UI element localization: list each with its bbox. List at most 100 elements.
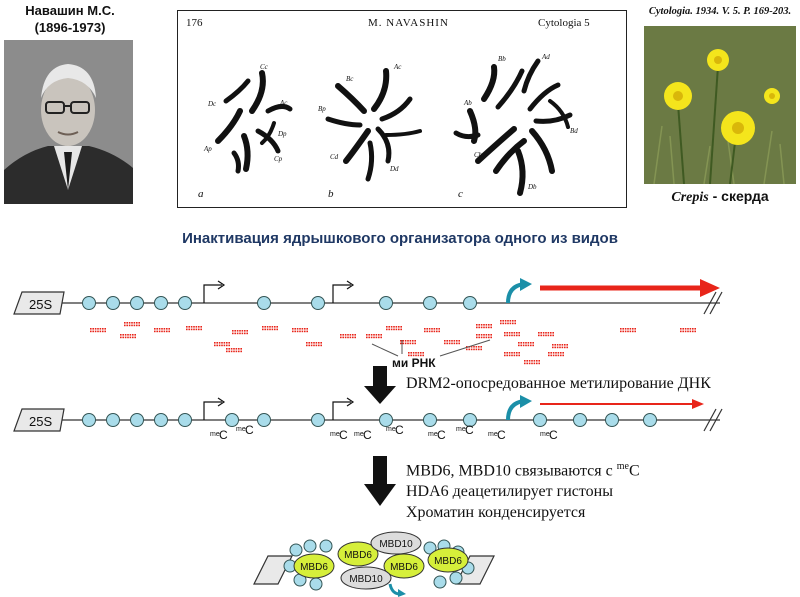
- mirna-dot: [542, 332, 545, 334]
- mirna-dot: [446, 342, 448, 345]
- chromosome-figure: 176 M. NAVASHIN Cytologia 5: [177, 10, 627, 208]
- mirna-dot: [226, 350, 228, 353]
- mirna-dot: [368, 334, 370, 336]
- mirna-dot: [414, 342, 416, 345]
- mirna-dot: [509, 322, 512, 325]
- mirna-dot: [538, 360, 540, 362]
- mirna-dot: [352, 334, 354, 336]
- mirna-dot: [545, 332, 547, 334]
- step1-text: DRM2-опосредованное метилирование ДНК: [406, 375, 711, 392]
- mirna-dot: [506, 334, 508, 337]
- mirna-dot: [390, 326, 393, 328]
- mirna-cloud: [90, 320, 696, 365]
- mirna-dot: [97, 330, 99, 333]
- mirna-dot: [538, 362, 540, 365]
- mirna-dot: [473, 348, 475, 351]
- mirna-dot: [466, 346, 468, 348]
- mirna-dot: [516, 354, 518, 357]
- mirna-dot: [241, 332, 244, 335]
- mirna-dot: [520, 342, 522, 344]
- mirna-dot: [527, 342, 530, 344]
- mirna-dot: [504, 334, 506, 337]
- mirna-dot: [228, 350, 230, 353]
- mirna-dot: [552, 334, 554, 337]
- rrna-25s-label-mid: 25S: [29, 414, 52, 429]
- mirna-dot: [444, 342, 446, 345]
- mirna-dot: [190, 328, 193, 331]
- mirna-dot: [566, 344, 568, 346]
- mirna-dot: [422, 352, 424, 354]
- mirna-dot: [393, 326, 395, 328]
- mirna-dot: [620, 330, 622, 333]
- mirna-dot: [228, 348, 230, 350]
- mirna-dot: [629, 328, 632, 330]
- mirna-dot: [380, 336, 382, 339]
- mirna-dot: [466, 348, 468, 351]
- mirna-dot: [552, 346, 554, 349]
- mirna-dot: [218, 344, 221, 347]
- mirna-dot: [448, 342, 451, 345]
- mirna-dot: [473, 346, 475, 348]
- mirna-dot: [235, 348, 238, 350]
- step2-line1-pre: MBD6, MBD10 связываются с: [406, 462, 617, 480]
- mirna-dot: [451, 342, 453, 345]
- mirna-dot: [518, 344, 520, 347]
- mirna-dot: [94, 328, 97, 330]
- mirna-dot: [264, 328, 266, 331]
- chromosome-label: Bb: [498, 55, 506, 63]
- mirna-dot: [354, 334, 356, 336]
- mirna-dot: [193, 328, 195, 331]
- mirna-dot: [304, 328, 306, 330]
- mirna-dot: [221, 342, 223, 344]
- mirna-dot: [547, 332, 550, 334]
- mirna-dot: [234, 332, 236, 335]
- mirna-dot: [488, 334, 490, 336]
- mirna-dot: [518, 354, 520, 357]
- mirna-dot: [530, 344, 532, 347]
- mirna-dot: [223, 342, 226, 344]
- mirna-dot: [480, 348, 482, 351]
- mirna-dot: [94, 330, 97, 333]
- mirna-dot: [347, 334, 349, 336]
- mirna-dot: [453, 340, 456, 342]
- mirna-dot: [375, 336, 378, 339]
- mirna-dot: [352, 336, 354, 339]
- mirna-dot: [122, 336, 124, 339]
- mirna-dot: [409, 340, 412, 342]
- mirna-dot: [127, 334, 129, 336]
- mirna-dot: [395, 328, 398, 331]
- panel-label-a: a: [198, 188, 204, 200]
- methyl-sup: me: [330, 431, 340, 438]
- mirna-dot: [632, 328, 634, 330]
- mirna-dot: [552, 352, 555, 354]
- mirna-dot: [400, 340, 402, 342]
- mirna-dot: [550, 354, 552, 357]
- mirna-dot: [424, 328, 426, 330]
- mirna-dot: [294, 330, 296, 333]
- mirna-dot: [446, 340, 448, 342]
- mirna-dot: [154, 328, 156, 330]
- mirna-dot: [533, 362, 536, 365]
- mirna-dot: [485, 326, 488, 329]
- chromosome-drawings: Dc Cc Ac Ap Dp Cp Bc Bp Ac Cd Dd Ab Bb C…: [198, 53, 578, 200]
- mirna-dot: [373, 336, 375, 339]
- mirna-dot: [188, 326, 190, 328]
- mirna-dot: [299, 330, 301, 333]
- mirna-dot: [680, 328, 682, 330]
- mirna-dot: [554, 344, 556, 346]
- mirna-dot: [468, 348, 470, 351]
- mirna-dot: [478, 326, 480, 329]
- mirna-dot: [556, 346, 559, 349]
- mirna-dot: [308, 342, 310, 344]
- step2-line2: HDA6 деацетилирует гистоны: [406, 483, 613, 501]
- mirna-dot: [552, 344, 554, 346]
- mirna-dot: [453, 342, 456, 345]
- chromosome-label: Ac: [393, 63, 402, 71]
- mirna-dot: [306, 342, 308, 344]
- mirna-dot: [156, 328, 158, 330]
- mirna-dot: [400, 342, 402, 345]
- mirna-dot: [428, 328, 431, 330]
- mirna-dot: [478, 336, 480, 339]
- mirna-dot: [412, 352, 415, 354]
- chromosome-label: Bp: [318, 105, 326, 113]
